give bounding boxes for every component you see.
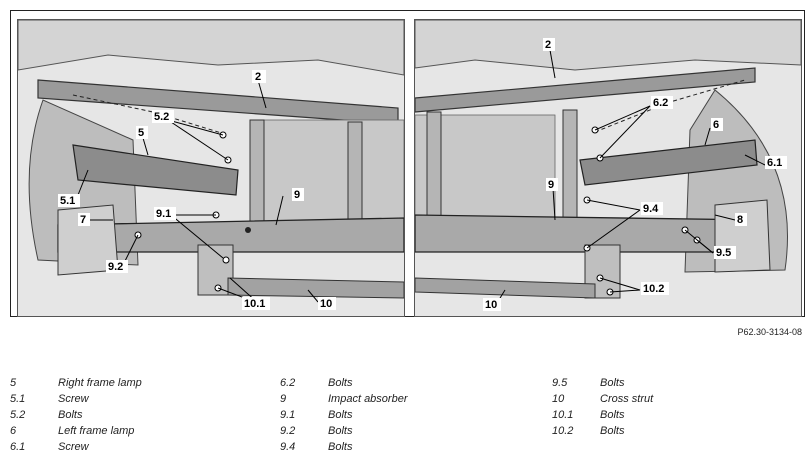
callout-10: 10: [485, 299, 497, 311]
legend-label: Bolts: [328, 425, 353, 437]
left-view-panel: 2 5.2 5 5.1 7 9 9.1 9.2 10.1 10: [17, 19, 405, 317]
callout-6-2: 6.2: [653, 97, 668, 109]
callout-10: 10: [320, 298, 332, 310]
legend-number: 9: [280, 393, 287, 405]
callout-9-5: 9.5: [716, 247, 731, 259]
callout-9: 9: [294, 189, 300, 201]
legend-label: Bolts: [600, 409, 625, 421]
legend-item: 9.2 Bolts: [280, 423, 407, 439]
legend-item: 9.5 Bolts: [552, 375, 653, 391]
legend-item: 9 Impact absorber: [280, 391, 407, 407]
legend-item: 5 Right frame lamp: [10, 375, 142, 391]
callout-9-4: 9.4: [643, 203, 659, 215]
legend-label: Bolts: [58, 409, 83, 421]
legend-number: 5.1: [10, 393, 26, 405]
right-view-drawing: 2 6.2 6 6.1 9 9.4 8 9.5 10.2 10: [415, 20, 801, 316]
legend-item: 9.4 Bolts: [280, 439, 407, 455]
legend-number: 5.2: [10, 409, 26, 421]
legend-number: 9.4: [280, 441, 296, 453]
legend-label: Bolts: [328, 377, 353, 389]
legend-label: Bolts: [600, 425, 625, 437]
legend-label: Screw: [58, 441, 89, 453]
callout-6: 6: [713, 119, 719, 131]
legend-item: 6.1 Screw: [10, 439, 142, 455]
callout-9: 9: [548, 179, 554, 191]
callout-5: 5: [138, 127, 144, 139]
callout-8: 8: [737, 214, 743, 226]
legend-item: 9.1 Bolts: [280, 407, 407, 423]
callout-5-2: 5.2: [154, 111, 169, 123]
legend-number: 6.1: [10, 441, 26, 453]
right-view-panel: 2 6.2 6 6.1 9 9.4 8 9.5 10.2 10: [414, 19, 802, 317]
legend-item: 6.2 Bolts: [280, 375, 407, 391]
legend-number: 6: [10, 425, 17, 437]
legend-number: 9.5: [552, 377, 568, 389]
callout-9-1: 9.1: [156, 208, 171, 220]
legend-number: 10.1: [552, 409, 574, 421]
callout-10-1: 10.1: [244, 298, 265, 310]
callout-7: 7: [80, 214, 86, 226]
legend-number: 10.2: [552, 425, 574, 437]
legend-number: 5: [10, 377, 17, 389]
callout-2: 2: [255, 71, 261, 83]
legend-item: 10.2 Bolts: [552, 423, 653, 439]
legend-number: 9.1: [280, 409, 296, 421]
legend-item: 5.1 Screw: [10, 391, 142, 407]
legend-label: Impact absorber: [328, 393, 408, 405]
callout-5-1: 5.1: [60, 195, 75, 207]
legend-item: 10.1 Bolts: [552, 407, 653, 423]
legend-label: Bolts: [328, 409, 353, 421]
legend-number: 6.2: [280, 377, 296, 389]
legend-item: 6 Left frame lamp: [10, 423, 142, 439]
legend-label: Bolts: [600, 377, 625, 389]
callout-9-2: 9.2: [108, 261, 123, 273]
legend-label: Bolts: [328, 441, 353, 453]
callout-2: 2: [545, 39, 551, 51]
callout-10-2: 10.2: [643, 283, 664, 295]
legend-number: 10: [552, 393, 565, 405]
legend-label: Screw: [58, 393, 89, 405]
legend-item: 5.2 Bolts: [10, 407, 142, 423]
legend-label: Cross strut: [600, 393, 654, 405]
callout-6-1: 6.1: [767, 157, 782, 169]
legend-item: 10 Cross strut: [552, 391, 653, 407]
legend-label: Right frame lamp: [58, 377, 142, 389]
left-view-drawing: 2 5.2 5 5.1 7 9 9.1 9.2 10.1 10: [18, 20, 404, 316]
legend-number: 9.2: [280, 425, 296, 437]
figure-code: P62.30-3134-08: [737, 327, 802, 337]
figure-frame: 2 5.2 5 5.1 7 9 9.1 9.2 10.1 10: [10, 10, 805, 317]
legend-label: Left frame lamp: [58, 425, 135, 437]
